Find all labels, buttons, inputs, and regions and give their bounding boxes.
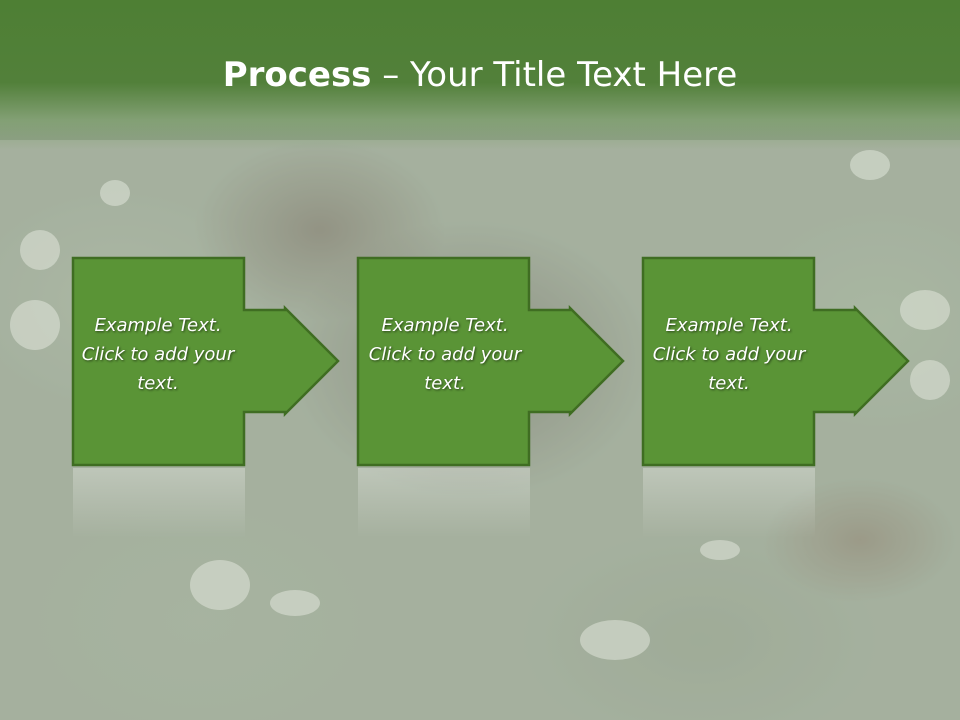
step-2-text[interactable]: Example Text. Click to add your text. — [368, 315, 522, 394]
flower-cluster — [100, 180, 130, 206]
flower-cluster — [20, 230, 60, 270]
flower-cluster — [10, 300, 60, 350]
flower-cluster — [910, 360, 950, 400]
flower-cluster — [580, 620, 650, 660]
step-reflection — [358, 468, 530, 538]
step-1-arrow-box[interactable] — [71, 256, 340, 467]
flower-cluster — [850, 150, 890, 180]
step-2-arrow-box[interactable] — [356, 256, 625, 467]
step-3-text[interactable]: Example Text. Click to add your text. — [652, 315, 806, 394]
flower-cluster — [700, 540, 740, 560]
step-reflection — [73, 468, 245, 538]
step-reflection — [643, 468, 815, 538]
slide-title[interactable]: Process – Your Title Text Here — [0, 52, 960, 98]
title-bar — [0, 0, 960, 150]
flower-cluster — [270, 590, 320, 616]
step-3-arrow-box[interactable] — [641, 256, 910, 467]
title-rest: – Your Title Text Here — [371, 55, 738, 95]
step-1-text[interactable]: Example Text. Click to add your text. — [81, 315, 235, 394]
title-bold: Process — [222, 55, 372, 95]
flower-cluster — [190, 560, 250, 610]
flower-cluster — [900, 290, 950, 330]
